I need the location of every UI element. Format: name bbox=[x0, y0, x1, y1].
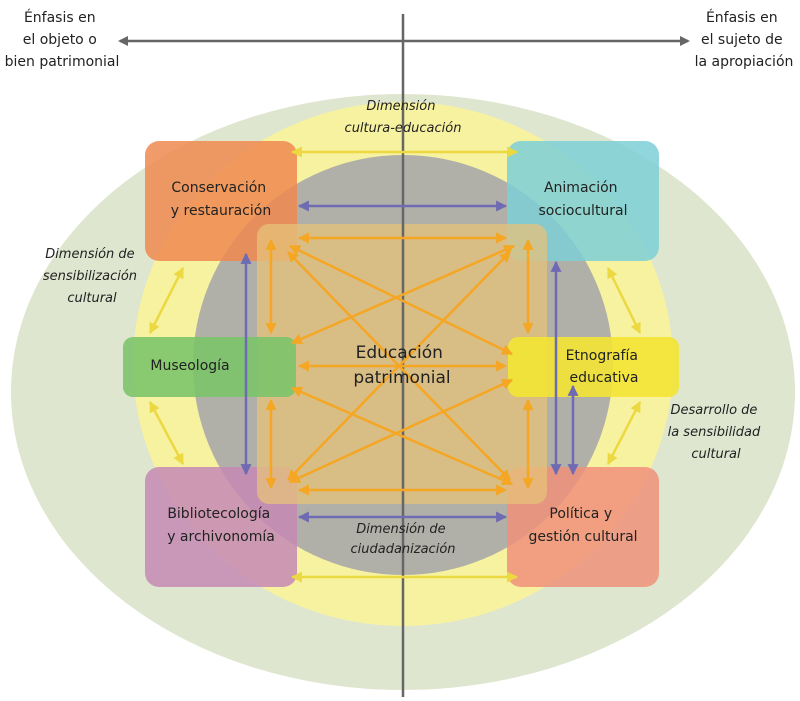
label-etnografia: Etnografía educativa bbox=[566, 348, 643, 386]
yellow-arrows bbox=[148, 146, 642, 583]
top-right-label: Énfasis en el sujeto de la apropiación bbox=[695, 9, 794, 70]
orange-arrow-diag-tr-museo bbox=[290, 244, 516, 345]
center-label: Educación patrimonial bbox=[353, 343, 450, 388]
dimension-sensibilizacion: Dimensión de sensibilización cultural bbox=[43, 247, 141, 306]
label-animacion: Animación sociocultural bbox=[538, 180, 627, 219]
orange-arrow-diag-etno-bl bbox=[289, 378, 513, 484]
dimension-ciudadanizacion: Dimensión de ciudadanización bbox=[350, 522, 455, 557]
box-museologia bbox=[123, 337, 296, 397]
label-museologia: Museología bbox=[150, 358, 229, 374]
label-bibliotecologia: Bibliotecología y archivonomía bbox=[167, 506, 275, 545]
yellow-arrow-right-lower bbox=[606, 401, 642, 465]
orange-arrows bbox=[265, 232, 534, 496]
box-etnografia bbox=[508, 337, 679, 397]
dimension-desarrollo: Desarrollo de la sensibilidad cultural bbox=[668, 403, 765, 462]
top-left-label: Énfasis en el objeto o bien patrimonial bbox=[5, 9, 120, 70]
yellow-arrow-left-upper bbox=[148, 267, 185, 334]
label-conservacion: Conservación y restauración bbox=[171, 180, 271, 219]
blue-arrows bbox=[240, 200, 579, 523]
dimension-cultura-educacion: Dimensión cultura-educación bbox=[345, 99, 462, 136]
label-politica: Política y gestión cultural bbox=[528, 506, 637, 545]
yellow-arrow-left-lower bbox=[148, 401, 185, 465]
yellow-arrow-right-upper bbox=[606, 267, 642, 334]
